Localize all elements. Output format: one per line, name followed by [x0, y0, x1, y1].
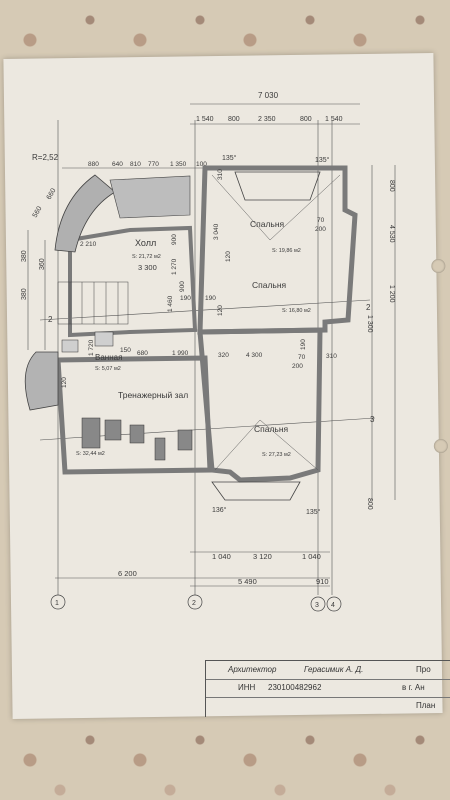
section-marker: 3: [370, 415, 375, 424]
dim-label: 810: [130, 161, 141, 168]
room-area: S: 5,07 м2: [95, 366, 121, 372]
room-area: S: 16,80 м2: [282, 308, 311, 314]
dim-label: 800: [228, 116, 240, 123]
dim-label: 320: [218, 352, 229, 359]
dim-label: 770: [148, 161, 159, 168]
room-name-bedroom: Спальня: [250, 219, 285, 229]
title-row-inn: ИНН 230100482962 в г. Ан: [206, 679, 450, 698]
dim-label: 4 530: [388, 225, 395, 243]
dim-label: 1 460: [167, 295, 174, 312]
dim-label: 800: [388, 180, 395, 192]
room-name-gym: Тренажерный зал: [118, 390, 188, 400]
dim-label: 190: [300, 339, 307, 350]
angle-label: 135°: [222, 154, 237, 162]
dim-label: 1 270: [171, 258, 178, 275]
dim-label: 310: [326, 353, 337, 360]
dim-label: 380: [21, 250, 28, 262]
dim-label: 2 210: [80, 241, 97, 248]
dim-label: 200: [315, 226, 326, 233]
dim-label: 150: [120, 347, 131, 354]
dim-label: 120: [217, 305, 224, 316]
dim-label: 1 990: [172, 350, 189, 357]
dim-label: 6 200: [118, 569, 137, 578]
dim-label: 120: [61, 377, 68, 388]
dim-label: 1 540: [196, 116, 214, 123]
dim-label: 900: [171, 234, 178, 245]
project-location: в г. Ан: [402, 683, 425, 692]
dim-label: 640: [112, 161, 123, 168]
axis-marker: 2: [192, 600, 196, 607]
dim-label: 1 720: [88, 339, 95, 356]
angle-label: 135°: [306, 508, 321, 516]
dim-label: 3 120: [253, 552, 272, 561]
dim-label: 1 350: [170, 161, 187, 168]
axis-marker: 3: [315, 602, 319, 609]
room-name-bedroom: Спальня: [252, 280, 287, 290]
axis-marker: 1: [55, 600, 59, 607]
room-area: S: 32,44 м2: [76, 451, 105, 457]
section-marker: 2: [366, 303, 371, 312]
dim-label: 680: [137, 350, 148, 357]
inn-label: ИНН: [238, 683, 256, 692]
dim-label: 800: [300, 116, 312, 123]
title-row-plan: План: [206, 697, 450, 715]
dim-label: 3 300: [138, 263, 157, 272]
title-row-author: Архитектор Герасимик А. Д. Про: [206, 661, 450, 680]
room-area: S: 27,23 м2: [262, 452, 291, 458]
dim-label: 4 300: [246, 352, 263, 359]
role-label: Архитектор: [228, 665, 277, 674]
dim-label: 880: [88, 161, 99, 168]
dim-label: 1 300: [366, 315, 373, 333]
overall-width: 7 030: [258, 91, 279, 100]
title-block: Архитектор Герасимик А. Д. Про ИНН 23010…: [205, 660, 450, 717]
dim-label: 310: [217, 169, 224, 180]
author-name: Герасимик А. Д.: [304, 665, 364, 674]
dim-label: 70: [317, 217, 325, 224]
project-label: Про: [416, 665, 431, 674]
axis-marker: 4: [331, 602, 335, 609]
inn-value: 230100482962: [268, 683, 322, 692]
dim-label: 1 540: [325, 116, 343, 123]
room-area: S: 21,72 м2: [132, 254, 161, 260]
dim-label: 910: [316, 577, 329, 586]
dim-label: 100: [196, 161, 207, 168]
dim-label: 1 200: [388, 285, 395, 303]
dim-label: 5 490: [238, 577, 257, 586]
dim-label: 380: [21, 288, 28, 300]
dim-label: 190: [205, 295, 216, 302]
dim-label: 900: [179, 281, 186, 292]
dim-label: 800: [366, 498, 373, 510]
angle-label: 136°: [212, 506, 227, 514]
plan-label: План: [416, 701, 436, 710]
dim-label: 200: [292, 363, 303, 370]
room-name-hall: Холл: [135, 238, 156, 248]
dim-label: 560: [32, 205, 44, 219]
room-name-bath: Ванная: [95, 353, 122, 362]
dim-label: 3 040: [213, 223, 220, 240]
radius-label: R=2,52: [32, 153, 59, 162]
section-marker: 2: [48, 315, 53, 324]
room-name-bedroom: Спальня: [254, 424, 289, 434]
dim-label: 190: [180, 295, 191, 302]
room-area: S: 19,86 м2: [272, 248, 301, 254]
dim-label: 2 350: [258, 116, 276, 123]
dim-label: 360: [39, 258, 46, 270]
dim-label: 1 040: [302, 552, 321, 561]
dim-label: 1 040: [212, 552, 231, 561]
angle-label: 135°: [315, 156, 330, 164]
dim-label: 70: [298, 354, 306, 361]
dim-label: 660: [46, 187, 58, 201]
dim-label: 120: [225, 251, 232, 262]
